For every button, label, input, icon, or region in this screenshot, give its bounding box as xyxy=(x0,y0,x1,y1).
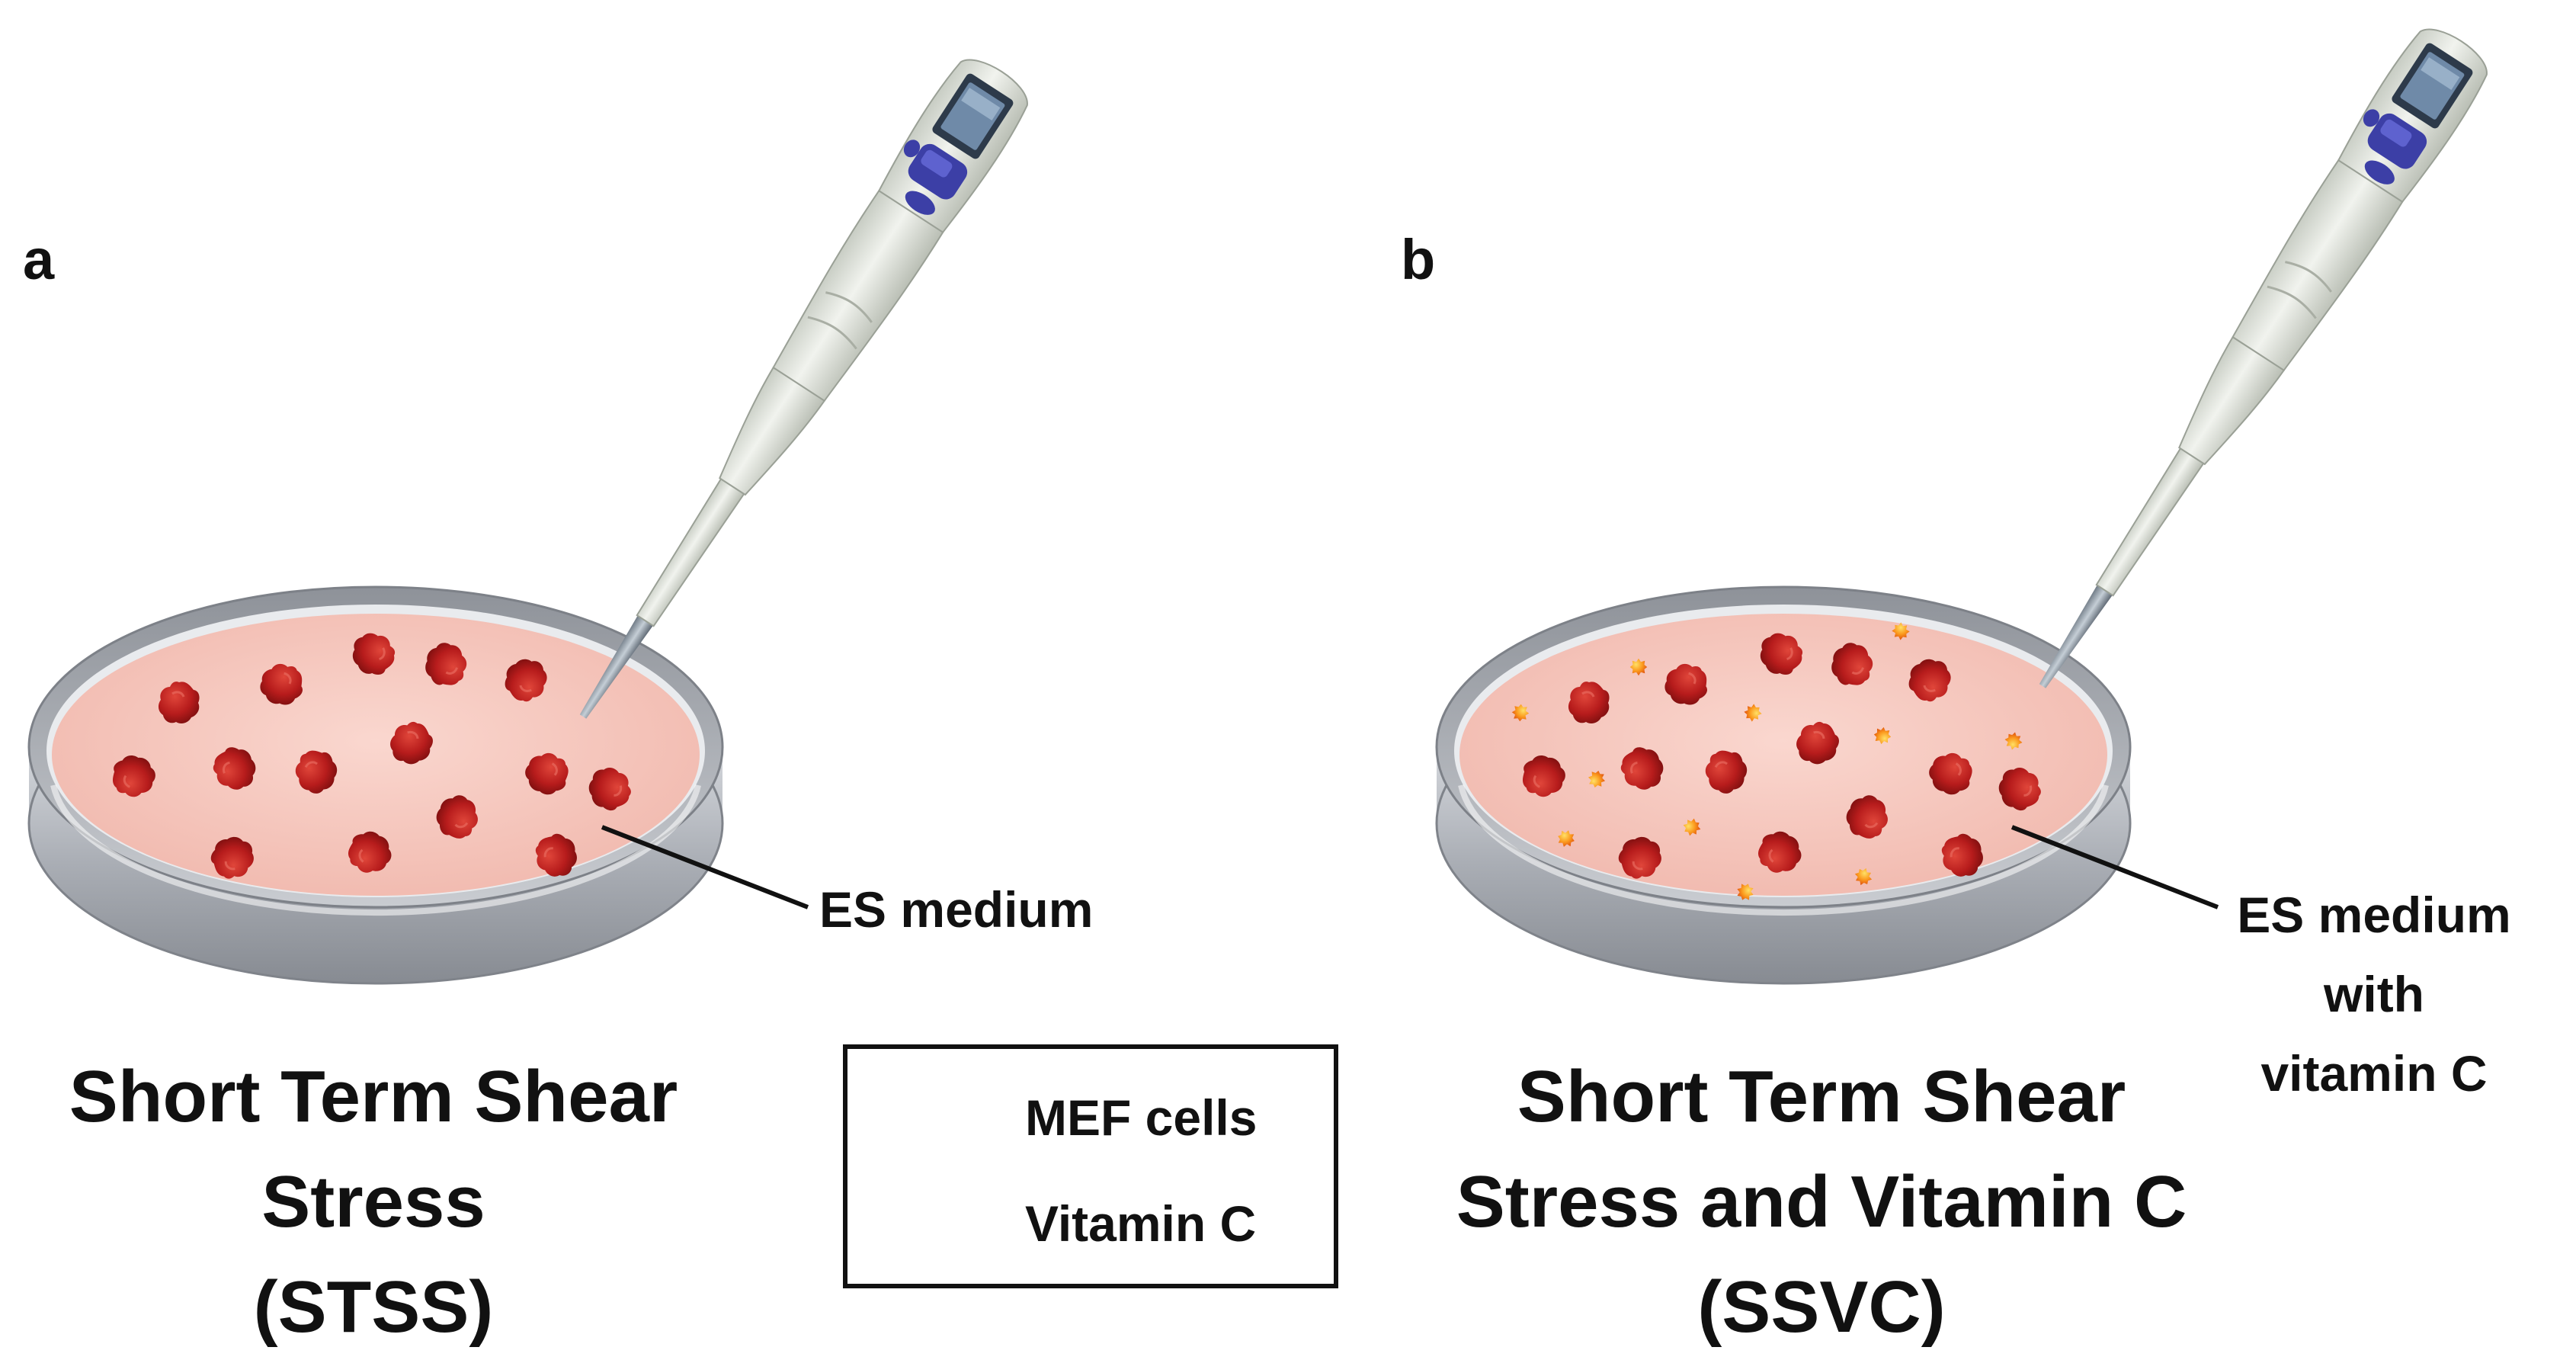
title-b-line-2: Stress and Vitamin C xyxy=(1456,1161,2187,1243)
callout-line-a xyxy=(601,825,809,909)
panel-b xyxy=(1435,16,2499,985)
title-a-line-3: (STSS) xyxy=(253,1266,494,1348)
title-b-line-1: Short Term Shear xyxy=(1517,1056,2126,1137)
title-b-line-3: (SSVC) xyxy=(1697,1266,1946,1348)
legend xyxy=(843,1044,1338,1288)
panel-title-b: Short Term Shear Stress and Vitamin C (S… xyxy=(1433,1044,2210,1360)
legend-label-vitamin-c: Vitamin C xyxy=(1025,1195,1257,1252)
legend-label-mef-cells: MEF cells xyxy=(1025,1089,1258,1146)
callout-line-b xyxy=(2010,825,2219,909)
panel-a xyxy=(27,47,1040,985)
pipette-b xyxy=(2005,16,2499,711)
title-a-line-2: Stress xyxy=(261,1161,485,1243)
panel-letter-b: b xyxy=(1401,228,1436,291)
callout-b-line-1: ES medium xyxy=(2237,887,2511,943)
title-a-line-1: Short Term Shear xyxy=(69,1056,678,1137)
callout-label-b: ES medium with vitamin C xyxy=(2214,875,2534,1113)
panel-letter-a: a xyxy=(23,228,55,291)
callout-b-line-2: with xyxy=(2324,966,2424,1022)
panel-title-a: Short Term Shear Stress (STSS) xyxy=(30,1044,716,1360)
callout-b-line-3: vitamin C xyxy=(2260,1045,2488,1102)
callout-label-a: ES medium xyxy=(819,881,1094,938)
vitamin-c-particle xyxy=(1629,658,1648,676)
